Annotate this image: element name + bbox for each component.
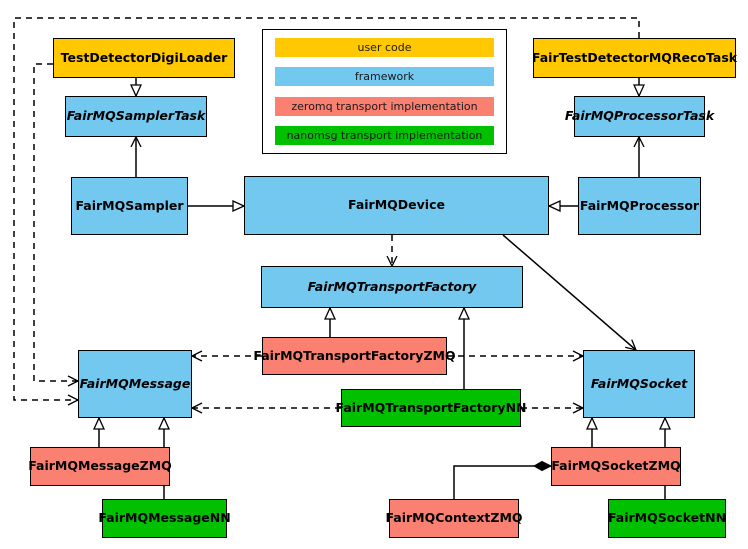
node-fairmq-device[interactable]: FairMQDevice (244, 176, 549, 235)
edge-contextzmq-socketzmq (453, 466, 551, 499)
node-fairmq-socket-nn[interactable]: FairMQSocketNN (608, 499, 726, 538)
node-fairmq-message-nn[interactable]: FairMQMessageNN (98, 499, 231, 538)
node-fairmq-transport-factory[interactable]: FairMQTransportFactory (261, 266, 523, 308)
node-fairmq-socket-zmq[interactable]: FairMQSocketZMQ (551, 447, 681, 486)
node-fairmq-message-zmq[interactable]: FairMQMessageZMQ (28, 447, 172, 486)
node-test-detector-digi-loader[interactable]: TestDetectorDigiLoader (53, 38, 235, 78)
node-fairmq-sampler-task[interactable]: FairMQSamplerTask (65, 96, 207, 137)
node-fairmq-processor-task[interactable]: FairMQProcessorTask (565, 96, 714, 137)
node-fair-test-detector-mq-reco-task[interactable]: FairTestDetectorMQRecoTask (532, 38, 737, 78)
node-fairmq-transport-factory-zmq[interactable]: FairMQTransportFactoryZMQ (253, 337, 456, 375)
color-legend: user code framework zeromq transport imp… (262, 29, 507, 154)
legend-item-user-code: user code (275, 38, 494, 57)
node-fairmq-socket[interactable]: FairMQSocket (583, 350, 695, 418)
node-fairmq-processor[interactable]: FairMQProcessor (578, 177, 701, 235)
legend-item-zeromq: zeromq transport implementation (275, 96, 494, 116)
node-fairmq-context-zmq[interactable]: FairMQContextZMQ (385, 499, 523, 538)
edge-recotask-message (13, 17, 640, 406)
legend-item-framework: framework (275, 67, 494, 87)
node-fairmq-transport-factory-nn[interactable]: FairMQTransportFactoryNN (336, 389, 527, 427)
edge-device-socket (502, 234, 638, 351)
legend-item-nanomsg: nanomsg transport implementation (275, 125, 494, 145)
node-fairmq-sampler[interactable]: FairMQSampler (71, 177, 188, 235)
edge-digiloader-message (33, 63, 80, 387)
node-fairmq-message[interactable]: FairMQMessage (78, 350, 192, 418)
